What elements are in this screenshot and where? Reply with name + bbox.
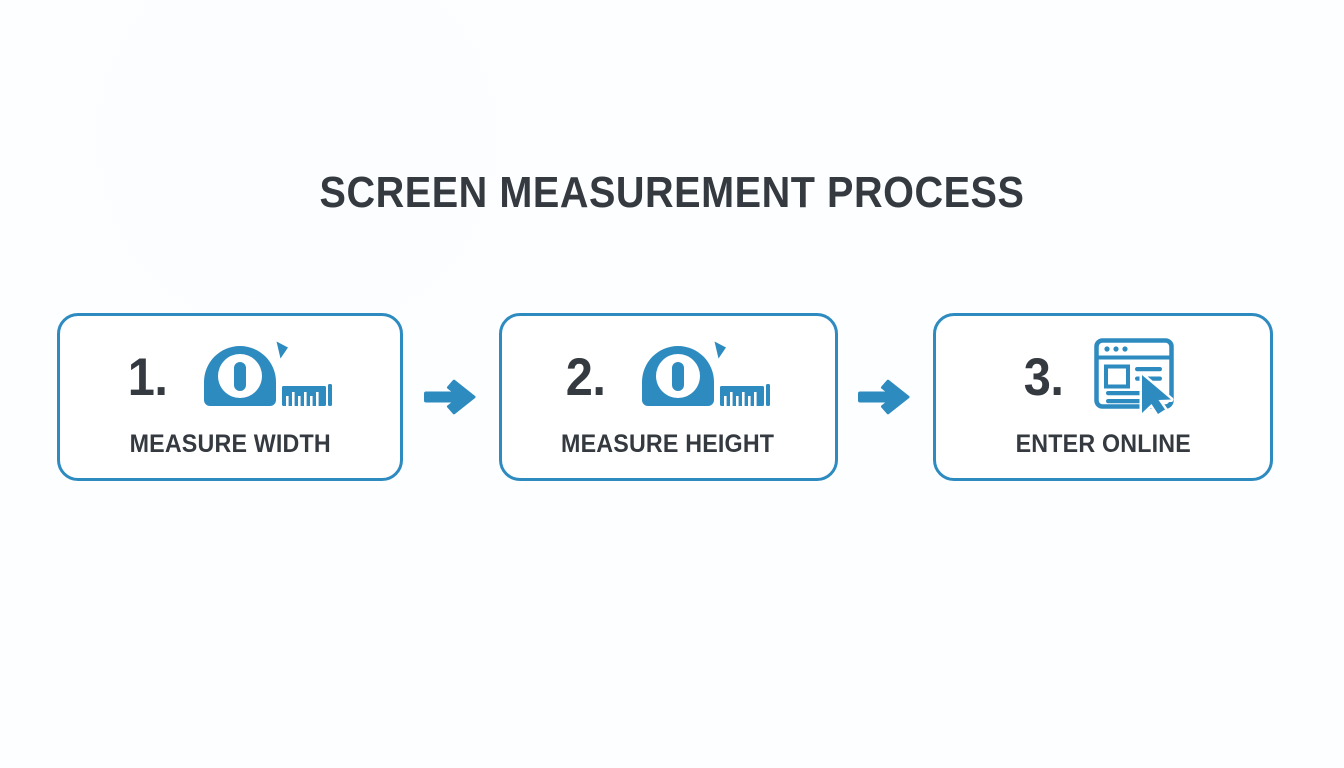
arrow-right-icon-2 [857, 377, 913, 417]
step-2-number: 2. [566, 347, 606, 407]
process-flow: 1. [57, 313, 1273, 481]
tape-measure-icon [196, 338, 334, 417]
arrow-right-icon-1 [423, 377, 479, 417]
step-2-label: MEASURE HEIGHT [561, 430, 775, 458]
step-card-2[interactable]: 2. [498, 313, 838, 481]
step-card-3[interactable]: 3. [933, 313, 1273, 481]
step-card-1[interactable]: 1. [57, 313, 403, 481]
browser-window-cursor-icon [1092, 336, 1184, 419]
tape-measure-icon [634, 338, 772, 417]
step-3-label: ENTER ONLINE [1015, 430, 1191, 458]
step-1-label: MEASURE WIDTH [129, 430, 331, 458]
page-title: SCREEN MEASUREMENT PROCESS [319, 168, 1025, 217]
step-1-header: 1. [126, 338, 333, 416]
step-2-header: 2. [564, 338, 771, 416]
step-3-number: 3. [1024, 347, 1064, 407]
step-3-header: 3. [1022, 336, 1184, 419]
step-1-number: 1. [128, 347, 168, 407]
